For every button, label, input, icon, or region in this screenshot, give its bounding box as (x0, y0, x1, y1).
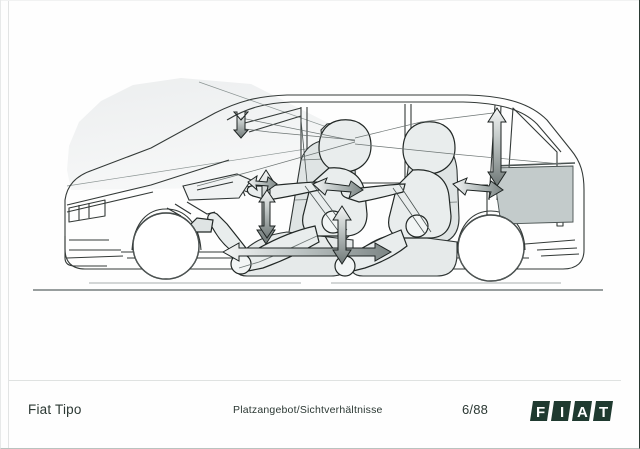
footer-divider (9, 380, 621, 381)
fiat-logo-letter-t: T (599, 404, 608, 421)
ground-line (33, 282, 603, 291)
fiat-logo-letter-a: A (577, 404, 588, 421)
front-wheel (132, 212, 200, 280)
page-caption: Platzangebot/Sichtverhältnisse (233, 404, 383, 416)
issue-date: 6/88 (462, 402, 489, 417)
cargo-panel (492, 162, 576, 225)
seat-travel-arrow (332, 205, 352, 265)
sightline-rays (196, 111, 562, 187)
car-illustration (1, 0, 639, 340)
scan-edge-left (8, 0, 9, 448)
headroom-arrow-rear (487, 107, 507, 187)
rear-wheel (457, 214, 525, 282)
page-footer: Fiat Tipo Platzangebot/Sichtverhältnisse… (1, 380, 639, 440)
pedal-reach-arrow (247, 174, 278, 239)
eye-height-arrow (232, 111, 250, 139)
fiat-logo-letter-i: I (560, 404, 564, 421)
model-name: Fiat Tipo (28, 402, 82, 417)
fiat-logo-letter-f: F (536, 404, 545, 421)
shoulder-arrow (312, 177, 504, 200)
scan-edge-top (1, 0, 639, 1)
legroom-arrow (221, 242, 393, 262)
fiat-logo: F I A T (529, 400, 613, 422)
